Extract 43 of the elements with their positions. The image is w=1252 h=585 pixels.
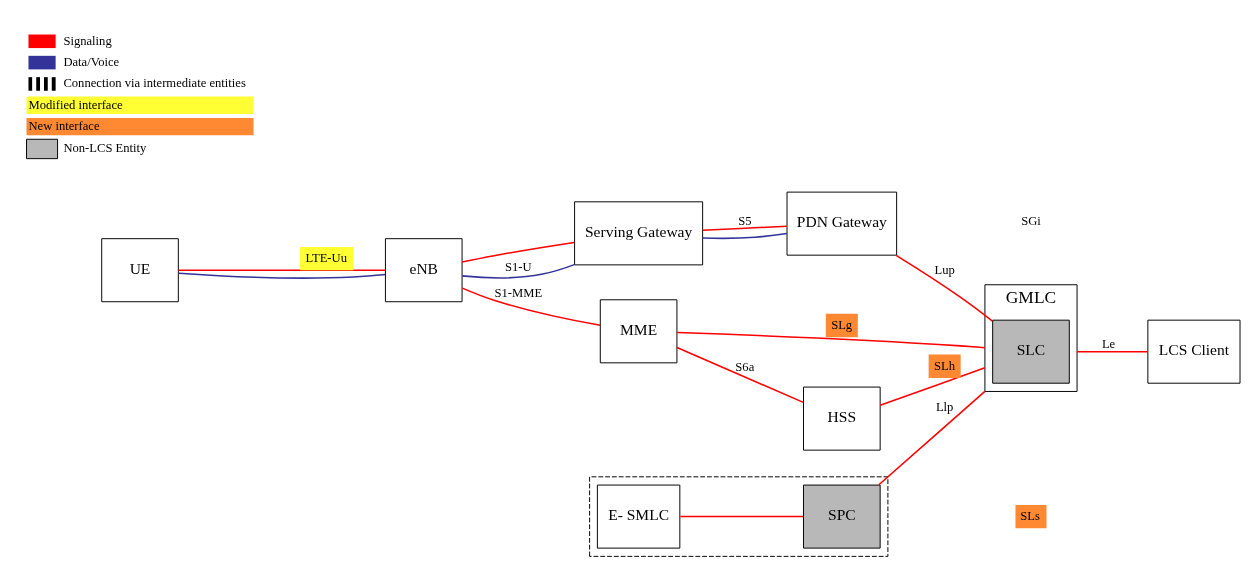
node-box: Serving Gateway <box>574 200 704 265</box>
node-box: eNB <box>384 237 463 302</box>
edge-label: Lup <box>934 262 955 276</box>
legend-label: Modified interface <box>28 97 123 112</box>
edge-label: LTE-Uu <box>305 250 347 265</box>
connector <box>702 232 788 239</box>
legend-label: Signaling <box>63 33 112 48</box>
connector <box>461 286 601 326</box>
connector <box>461 241 576 263</box>
edge-label: S1-MME <box>494 285 543 300</box>
connector <box>676 346 805 403</box>
connector <box>177 268 386 271</box>
legend-label: Connection via intermediate entities <box>63 75 246 90</box>
edge-label: S6a <box>735 359 755 374</box>
label: SGi <box>1021 213 1041 228</box>
edge-label: SLh <box>933 358 956 373</box>
connector <box>878 390 986 486</box>
connector <box>461 263 576 279</box>
node-box: UE <box>101 237 179 302</box>
node-box: SPC <box>803 484 881 549</box>
edge-label: S1-U <box>505 259 532 274</box>
connector <box>679 515 805 517</box>
edge-label: SLg <box>831 317 853 332</box>
connector <box>1076 350 1149 352</box>
connector <box>879 366 986 406</box>
node-box: E- SMLC <box>596 484 681 549</box>
legend-label: Data/Voice <box>63 54 120 69</box>
edge-label: Llp <box>935 399 954 414</box>
node-box: MME <box>599 298 678 363</box>
cluster <box>589 475 889 557</box>
connector <box>177 271 387 279</box>
edge-label: S5 <box>738 213 752 228</box>
connector <box>676 331 986 348</box>
node-box: LCS Client <box>1147 319 1241 384</box>
node-box: HSS <box>803 386 881 451</box>
edge-label: Le <box>1101 336 1116 351</box>
legend-label: New interface <box>28 118 100 133</box>
connector <box>701 224 788 231</box>
node-box: SLC <box>992 319 1070 384</box>
label: SLs <box>1020 508 1040 523</box>
connector <box>895 254 994 322</box>
legend-label: Non-LCS Entity <box>63 140 147 155</box>
node-box: PDN Gateway <box>786 191 898 256</box>
